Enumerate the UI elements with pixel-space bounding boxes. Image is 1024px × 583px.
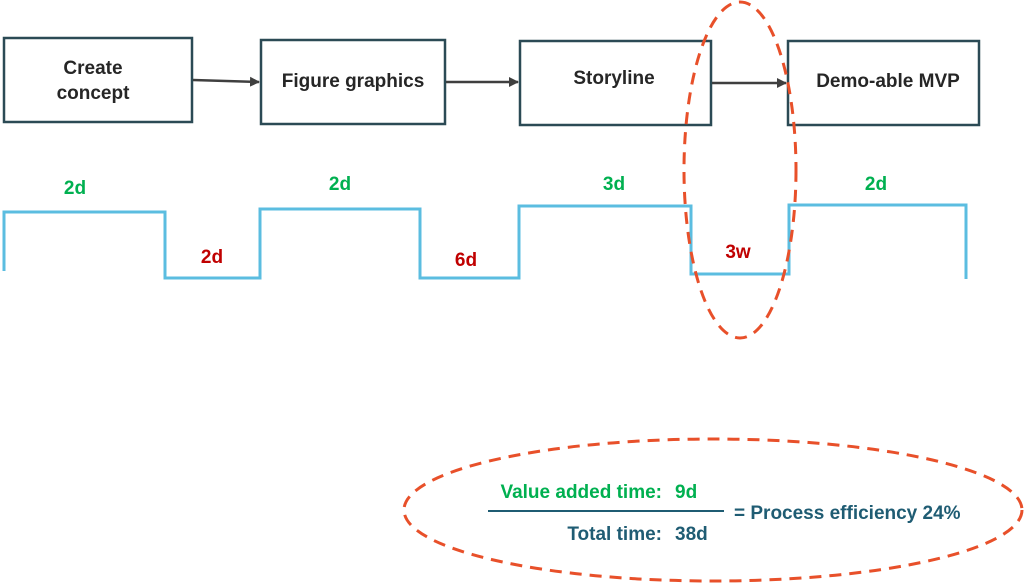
value-added-time-label: Value added time: [500,482,662,503]
step-storyline: Storyline [518,39,713,127]
value-added-time-label: 3d [603,174,625,195]
waiting-time-label: 2d [201,247,223,268]
step-demo-able-mvp: Demo-able MVP [786,39,981,127]
waiting-time-label: 3w [725,242,751,263]
step-create-concept: Create concept [2,36,194,124]
step-label-line: Create [63,58,122,79]
step-label-line: Figure graphics [282,71,425,92]
total-time-label: Total time: [567,524,662,545]
total-time-value: 38d [675,524,708,545]
value-added-time-label: 2d [64,178,86,199]
step-label-line: Storyline [573,68,654,89]
waiting-time-label: 6d [455,250,477,271]
process-efficiency-result: = Process efficiency 24% [734,503,961,524]
step-label-line: Demo-able MVP [816,71,960,92]
timeline-line [2,203,968,280]
value-added-time-value: 9d [675,482,697,503]
step-label-line: concept [57,83,131,104]
value-added-time-label: 2d [329,174,351,195]
flow-arrow [192,76,260,87]
value-added-time-label: 2d [865,174,887,195]
summary-highlight-ellipse [402,437,1024,583]
step-figure-graphics: Figure graphics [259,38,447,126]
bottleneck-highlight-ellipse [682,0,798,340]
